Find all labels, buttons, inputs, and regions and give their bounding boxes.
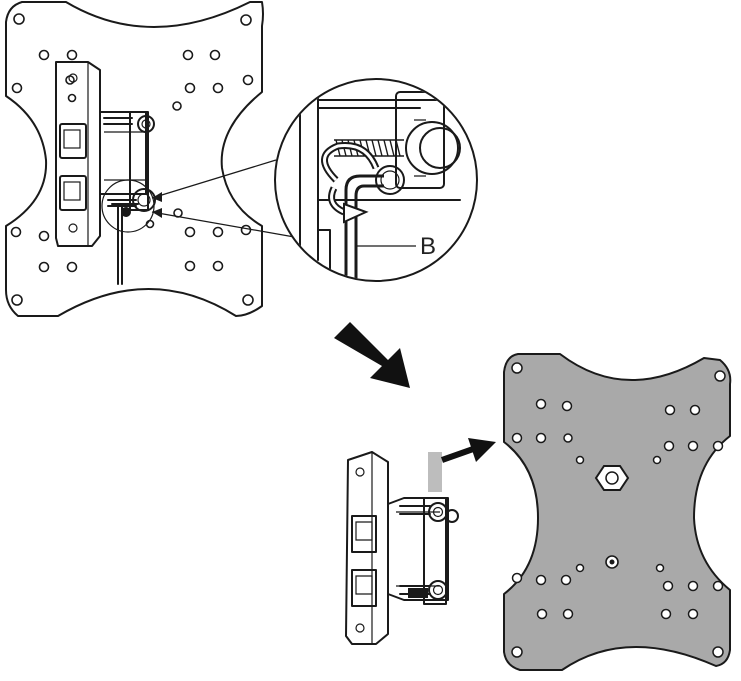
- tilt-arm: [99, 111, 156, 212]
- zoom-source-circle: [101, 179, 155, 233]
- plate-holes-bottom: [511, 362, 726, 658]
- rotation-arrow-icon: [321, 141, 380, 224]
- hex-key-small: [111, 203, 139, 285]
- plate-holes: [10, 13, 254, 306]
- callout-label-b: B: [420, 233, 436, 260]
- callout-lines: [151, 159, 301, 239]
- wall-bracket: [55, 61, 101, 247]
- hex-nut-icon: [594, 465, 630, 491]
- small-bolt-icon: [605, 555, 619, 569]
- hex-key: [344, 174, 384, 280]
- magnified-detail: B: [274, 78, 478, 282]
- arrow-up-right-icon: [428, 438, 496, 492]
- vesa-plate-removed: [503, 353, 732, 671]
- wall-bracket-assembly: [345, 451, 459, 645]
- arrow-down-right-icon: [334, 322, 410, 388]
- assembled-vesa-plate: [5, 1, 264, 317]
